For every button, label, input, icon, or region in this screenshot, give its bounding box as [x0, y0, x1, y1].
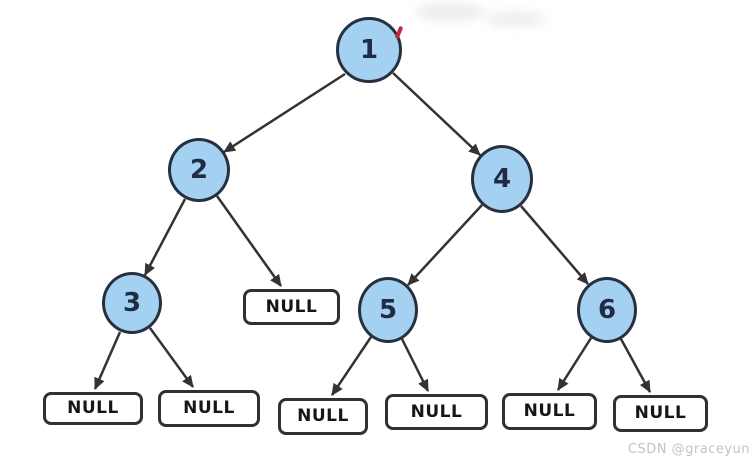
null-box-2-right: NULL — [243, 289, 340, 325]
edge-4-to-5 — [407, 204, 483, 286]
tree-node-3: 3 — [102, 272, 162, 334]
null-box-6-right: NULL — [613, 395, 708, 432]
tree-node-4: 4 — [471, 145, 533, 213]
edges-group — [93, 72, 652, 396]
null-box-5-left: NULL — [278, 398, 368, 435]
smudge-artifact — [415, 3, 485, 21]
null-box-5-right: NULL — [385, 394, 488, 430]
tree-node-1: 1 — [336, 17, 402, 83]
edge-6-to-null-r — [619, 338, 652, 393]
null-box-6-left: NULL — [502, 393, 597, 430]
edge-5-to-null-l — [330, 336, 373, 396]
edge-1-to-4 — [392, 72, 481, 156]
null-box-3-left: NULL — [43, 392, 143, 425]
tree-node-5: 5 — [358, 277, 418, 343]
null-box-3-right: NULL — [158, 390, 260, 427]
edge-6-to-null-l — [556, 337, 593, 391]
edge-3-to-null-r — [148, 327, 195, 388]
edge-2-to-3 — [143, 198, 187, 276]
edge-1-to-2 — [223, 72, 346, 154]
edge-2-to-null — [215, 195, 283, 287]
tree-node-2: 2 — [168, 138, 230, 202]
edge-3-to-null-l — [93, 331, 122, 390]
smudge-artifact — [486, 12, 546, 26]
watermark: CSDN @graceyun — [627, 442, 750, 457]
edge-4-to-6 — [520, 205, 589, 285]
tree-node-6: 6 — [577, 277, 637, 343]
edge-5-to-null-r — [400, 338, 430, 392]
